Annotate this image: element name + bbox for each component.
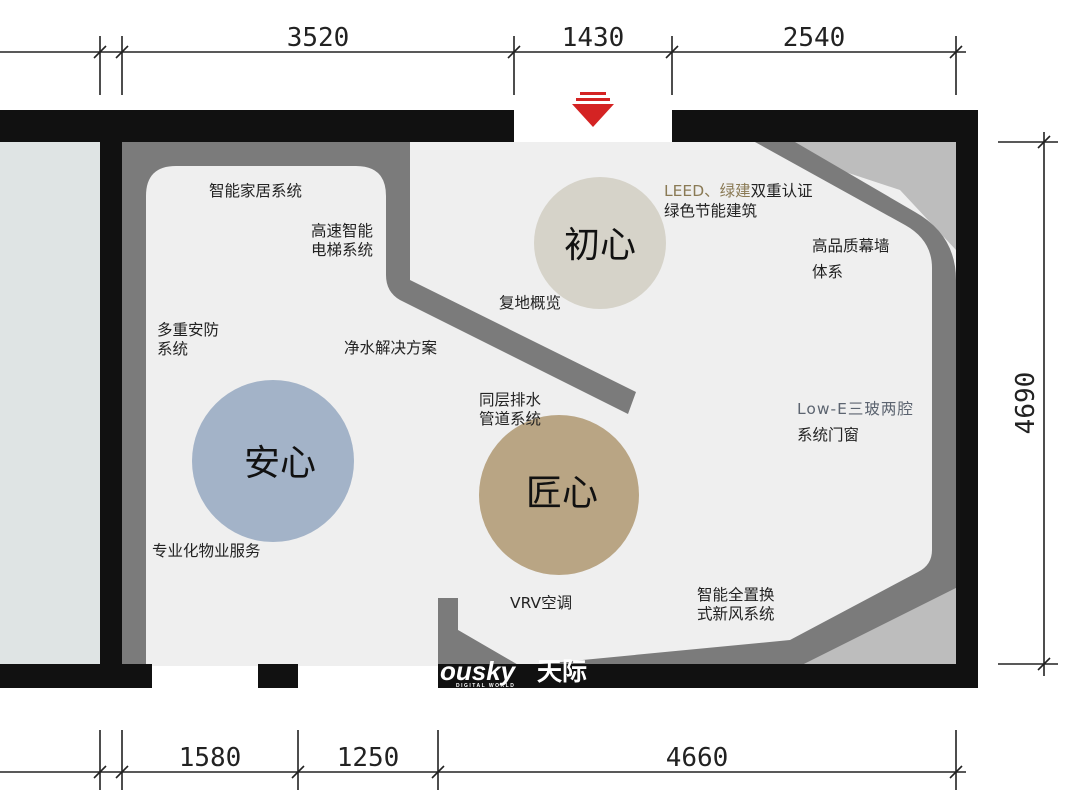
label-fresh-air-line1: 智能全置换 (697, 586, 775, 604)
entrance-arrow-icon (572, 92, 614, 127)
label-fresh-air-line2: 式新风系统 (697, 605, 775, 623)
label-drainage-line1: 同层排水 (479, 391, 542, 409)
wall-top-left (0, 110, 514, 142)
circle-anxin (192, 380, 354, 542)
label-green-building: 绿色节能建筑 (664, 202, 758, 220)
circle-chuxin (534, 177, 666, 309)
outside-left-area (0, 142, 100, 664)
corner-top-right (755, 142, 956, 250)
label-property-service: 专业化物业服务 (152, 542, 261, 560)
dim-bottom-1: 1580 (179, 743, 242, 773)
label-curtain-wall-line2: 体系 (812, 263, 843, 281)
logo-tagline: DIGITAL WORLD (456, 683, 515, 689)
dim-top-3: 2540 (783, 23, 846, 53)
dim-top-1: 3520 (287, 23, 350, 53)
label-drainage-line2: 管道系统 (479, 410, 541, 428)
label-security-line1: 多重安防 (157, 321, 219, 339)
circle-anxin-label: 安心 (244, 443, 316, 484)
label-leed-part1: LEED、绿建 (664, 182, 751, 200)
wall-right (956, 110, 978, 688)
dim-bottom-2: 1250 (337, 743, 400, 773)
wall-top-right (672, 110, 978, 142)
label-duplex-overview: 复地概览 (499, 294, 561, 312)
label-leed-part2: 双重认证 (751, 182, 813, 200)
label-vrv: VRV空调 (510, 594, 572, 612)
label-curtain-wall-line1: 高品质幕墙 (812, 237, 890, 255)
wall-bottom-pillar (258, 664, 298, 688)
circle-jiangxin-label: 匠心 (526, 473, 598, 514)
label-smart-home: 智能家居系统 (209, 182, 302, 200)
label-elevator-line1: 高速智能 (311, 222, 373, 240)
dim-right: 4690 (1011, 372, 1041, 435)
label-lowe-line1: Low-E三玻两腔 (797, 400, 914, 418)
label-leed: LEED、绿建双重认证 (664, 182, 813, 200)
wall-bottom-right (438, 664, 978, 688)
corridor-band (122, 142, 956, 666)
wall-left-column (100, 142, 122, 688)
label-elevator-line2: 电梯系统 (311, 241, 373, 259)
logo-chinese: 天际 (537, 658, 587, 686)
dim-bottom-3: 4660 (666, 743, 729, 773)
dimension-lines (0, 36, 1058, 790)
circle-chuxin-label: 初心 (564, 225, 636, 266)
label-security-line2: 系统 (157, 340, 188, 358)
label-lowe-line2: 系统门窗 (797, 426, 859, 444)
ousky-logo: ousky 天际 DIGITAL WORLD (440, 656, 587, 689)
circle-jiangxin (479, 415, 639, 575)
dim-top-2: 1430 (562, 23, 625, 53)
wall-bottom-left (0, 664, 152, 688)
label-water-purification: 净水解决方案 (344, 339, 438, 357)
logo-brand: ousky (440, 656, 517, 686)
